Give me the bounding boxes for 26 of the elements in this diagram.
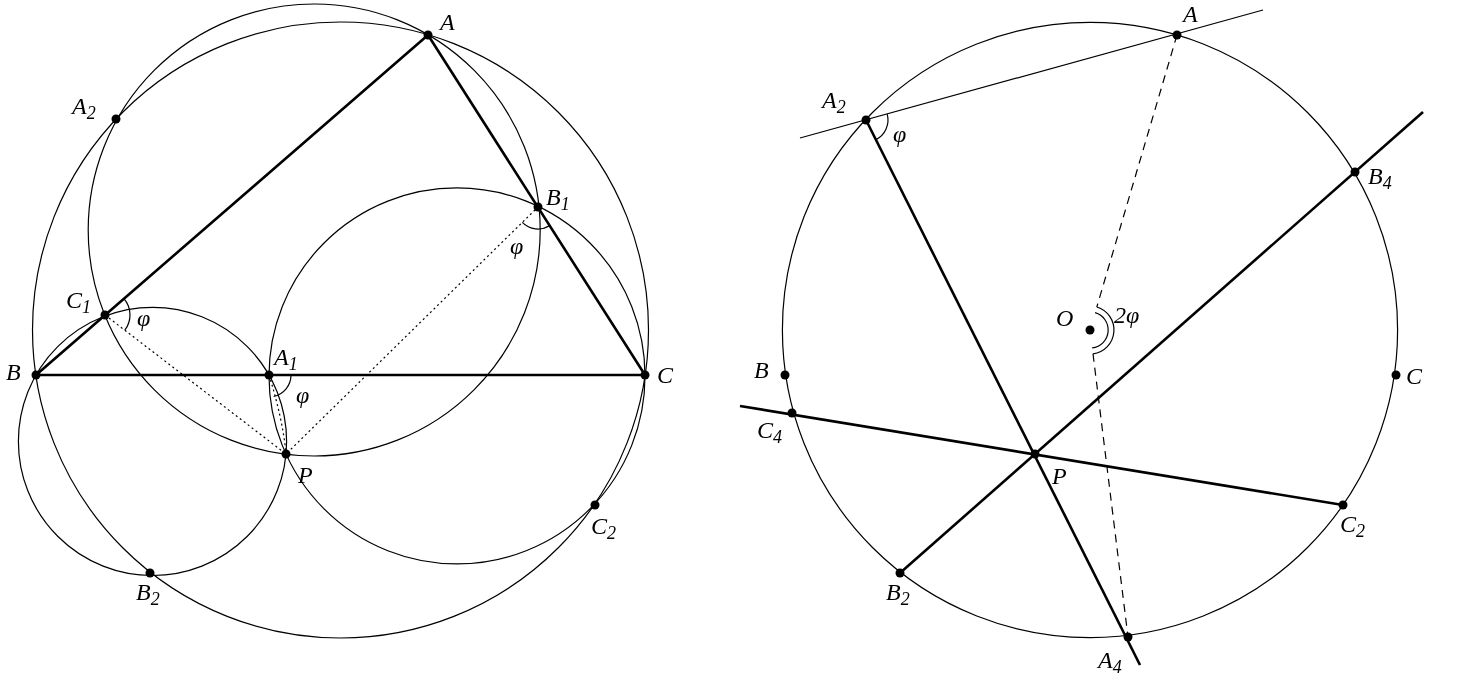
point-label: P xyxy=(298,461,313,489)
point-label: φ xyxy=(296,381,310,409)
point-label: B$_{4}$ xyxy=(1368,162,1392,190)
point-label: A$_{2}$ xyxy=(822,86,846,114)
point-label: C xyxy=(1406,362,1422,390)
point-label: φ xyxy=(893,120,907,148)
point-label: 2φ xyxy=(1114,301,1140,329)
point-label: B$_{2}$ xyxy=(886,578,910,606)
point-label: B$_{1}$ xyxy=(546,183,570,211)
point-label: φ xyxy=(510,232,524,260)
point-label: C$_{4}$ xyxy=(757,416,782,444)
point-label: A$_{4}$ xyxy=(1098,646,1122,674)
point-label: B$_{2}$ xyxy=(136,578,160,606)
point-label: A$_{1}$ xyxy=(274,343,298,371)
point-label: C$_{2}$ xyxy=(591,512,616,540)
point-label: C$_{2}$ xyxy=(1340,510,1365,538)
point-label: C$_{1}$ xyxy=(66,286,91,314)
point-label: A xyxy=(1183,0,1198,28)
point-label: A$_{2}$ xyxy=(72,92,96,120)
point-label: φ xyxy=(137,304,151,332)
point-label: C xyxy=(657,361,673,389)
point-label: B xyxy=(754,356,769,384)
point-label: O xyxy=(1056,304,1074,332)
point-label: P xyxy=(1052,462,1067,490)
point-label: B xyxy=(6,358,21,386)
point-label: A xyxy=(440,8,455,36)
